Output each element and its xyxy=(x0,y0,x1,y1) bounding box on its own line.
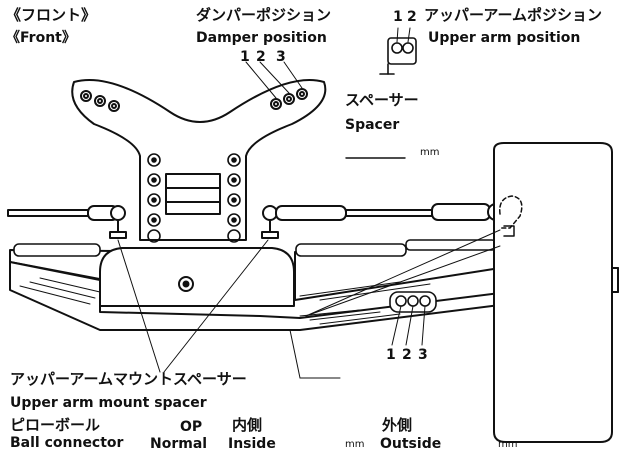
inside-label-en: Inside xyxy=(228,436,276,452)
damper-position-number-2: 2 xyxy=(256,49,266,65)
op-label: OP xyxy=(180,419,203,435)
ball-connector-label-en: Ball connector xyxy=(10,435,124,451)
spacer-unit: mm xyxy=(420,147,440,158)
upper-arm-mount-spacer-label-jp: アッパーアームマウントスペーサー xyxy=(10,370,247,388)
front-label-jp: 《フロント》 xyxy=(6,6,97,24)
damper-position-number-1: 1 xyxy=(240,49,250,65)
bulkhead xyxy=(99,247,295,307)
normal-label: Normal xyxy=(150,436,208,452)
ball-connector-label-jp: ピローボール xyxy=(10,416,101,434)
bulkhead-screw xyxy=(178,276,194,292)
inside-label-jp: 内側 xyxy=(232,416,263,434)
front-label-en: 《Front》 xyxy=(6,30,76,46)
hub-position-holes xyxy=(389,291,437,313)
shock-tower xyxy=(71,79,327,241)
hub-position-number-3: 3 xyxy=(418,347,428,363)
damper-position-label-en: Damper position xyxy=(196,30,327,46)
outside-label-en: Outside xyxy=(380,436,442,452)
upper-arm-position-label-en: Upper arm position xyxy=(428,30,581,46)
upper-arm-left xyxy=(7,205,127,239)
leader-lines xyxy=(117,27,501,379)
hub-dashed xyxy=(499,195,523,229)
damper-position-number-3: 3 xyxy=(276,49,286,65)
inside-unit: mm xyxy=(345,439,365,450)
tower-holes-column xyxy=(147,153,241,243)
upper-arm-position-number-1: 1 xyxy=(393,9,403,25)
upper-arm-mount-spacer-label-en: Upper arm mount spacer xyxy=(10,395,207,411)
upper-arm-position-label-jp: アッパーアームポジション xyxy=(424,6,603,24)
upper-arm-position-inset xyxy=(379,37,417,75)
lower-rods xyxy=(13,239,497,257)
upper-arm-position-number-2: 2 xyxy=(407,9,417,25)
hub-position-number-1: 1 xyxy=(386,347,396,363)
outside-label-jp: 外側 xyxy=(382,416,413,434)
hub-position-number-2: 2 xyxy=(402,347,412,363)
spacer-label-en: Spacer xyxy=(345,117,400,133)
outside-unit: mm xyxy=(498,439,518,450)
upper-arm-right xyxy=(261,203,505,239)
wheel xyxy=(493,142,613,443)
tower-holes-right xyxy=(270,88,308,110)
spacer-label-jp: スペーサー xyxy=(345,91,419,109)
tower-holes-left xyxy=(80,90,120,112)
damper-position-label-jp: ダンパーポジション xyxy=(196,6,332,24)
